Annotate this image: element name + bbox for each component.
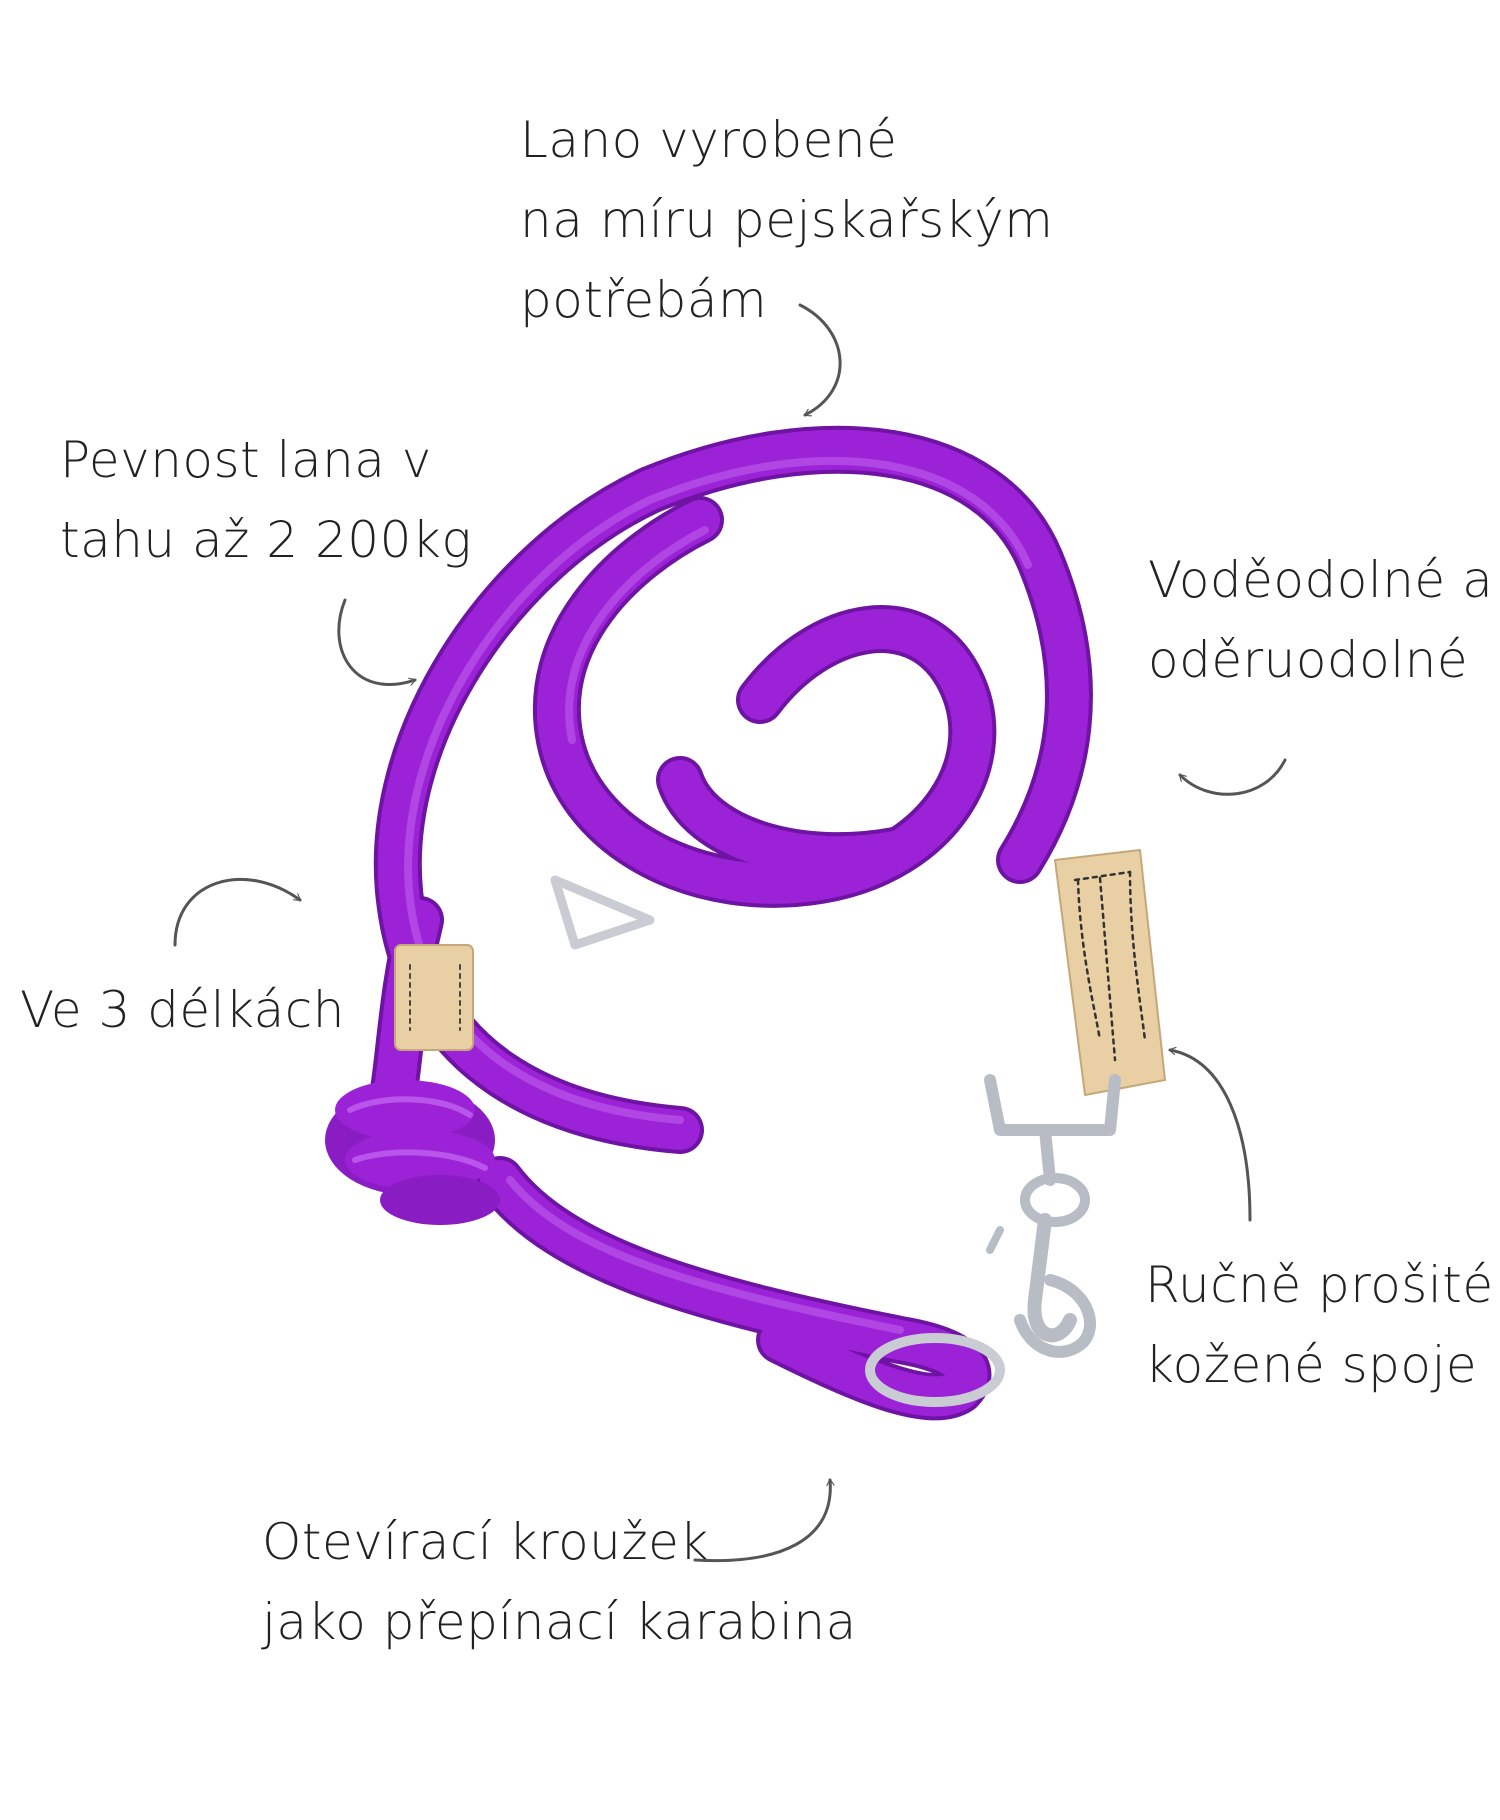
annotation-arrows bbox=[173, 303, 1287, 1563]
arrow-lengths bbox=[173, 877, 302, 947]
snap-hook bbox=[984, 1074, 1121, 1358]
arrow-strength bbox=[337, 598, 417, 686]
annotation-ring-line-2: jako přepínací karabina bbox=[262, 1593, 857, 1651]
triangle-ring bbox=[550, 875, 655, 950]
leather-tab-small bbox=[394, 944, 474, 1051]
annotation-stitched: Ručně prošité kožené spoje bbox=[1145, 1245, 1494, 1405]
annotation-stitched-line-1: Ručně prošité bbox=[1145, 1256, 1494, 1314]
annotation-strength: Pevnost lana v tahu až 2 200kg bbox=[60, 420, 472, 580]
annotation-top-line-1: Lano vyrobené bbox=[520, 111, 898, 169]
annotation-strength-line-1: Pevnost lana v bbox=[60, 431, 432, 489]
annotation-strength-line-2: tahu až 2 200kg bbox=[60, 511, 472, 569]
annotation-waterproof: Voděodolné a oděruodolné bbox=[1148, 540, 1493, 700]
annotation-top: Lano vyrobené na míru pejskařským potřeb… bbox=[520, 100, 1053, 340]
annotation-waterproof-line-2: oděruodolné bbox=[1148, 631, 1469, 689]
rope-knot bbox=[325, 1080, 500, 1225]
annotation-lengths-line-1: Ve 3 délkách bbox=[20, 981, 345, 1039]
annotation-top-line-3: potřebám bbox=[520, 271, 768, 329]
arrow-stitched bbox=[1168, 1046, 1252, 1222]
arrow-top bbox=[798, 303, 842, 417]
rope-leash bbox=[325, 425, 1166, 1421]
arrow-waterproof bbox=[1178, 758, 1287, 796]
o-ring bbox=[865, 1333, 1005, 1407]
annotation-stitched-line-2: kožené spoje bbox=[1145, 1336, 1478, 1394]
annotation-lengths: Ve 3 délkách bbox=[20, 970, 345, 1050]
annotation-ring-line-1: Otevírací kroužek bbox=[262, 1513, 709, 1571]
leather-tab-large bbox=[1054, 849, 1166, 1096]
annotation-waterproof-line-1: Voděodolné a bbox=[1148, 551, 1494, 609]
annotation-ring: Otevírací kroužek jako přepínací karabin… bbox=[262, 1502, 857, 1662]
annotation-top-line-2: na míru pejskařským bbox=[520, 191, 1054, 249]
arrow-ring bbox=[693, 1478, 835, 1563]
